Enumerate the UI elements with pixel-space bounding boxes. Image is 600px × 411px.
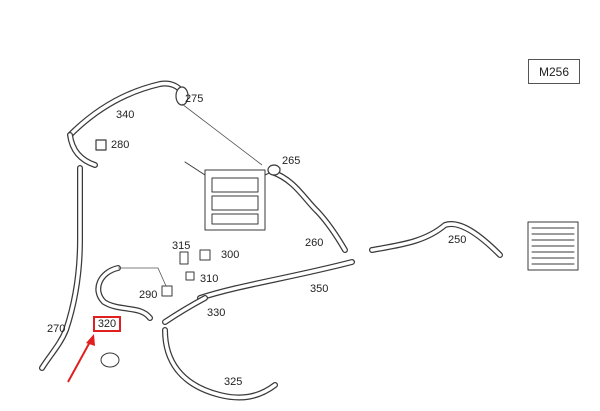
clamp-280 — [95, 139, 107, 151]
part-pump — [100, 352, 120, 368]
hose-325 — [162, 327, 278, 401]
part-label: 270 — [47, 323, 66, 335]
highlighted-part-label: 320 — [97, 318, 117, 330]
part-300 — [199, 249, 211, 261]
clamp-275 — [175, 86, 189, 106]
part-290 — [161, 285, 173, 297]
part-label: 260 — [305, 237, 324, 249]
part-label: 350 — [310, 283, 329, 295]
part-label: 310 — [200, 273, 219, 285]
part-label: 290 — [139, 289, 158, 301]
part-label: 300 — [221, 249, 240, 261]
model-code: M256 — [538, 64, 570, 79]
part-310 — [185, 271, 195, 281]
model-code-box: M256 — [528, 59, 580, 84]
part-label: 325 — [224, 376, 243, 388]
part-label: 250 — [448, 234, 467, 246]
clamp-265 — [267, 164, 281, 176]
radiator — [527, 221, 579, 271]
part-label: 275 — [185, 93, 204, 105]
highlight-arrow — [67, 334, 95, 383]
part-label: 330 — [207, 307, 226, 319]
engine-block — [184, 161, 281, 231]
part-label: 280 — [111, 139, 130, 151]
highlighted-part-box: 320 — [93, 316, 121, 332]
part-label: 315 — [172, 240, 191, 252]
part-label: 265 — [282, 155, 301, 167]
part-315 — [179, 251, 189, 265]
part-label: 340 — [116, 109, 135, 121]
